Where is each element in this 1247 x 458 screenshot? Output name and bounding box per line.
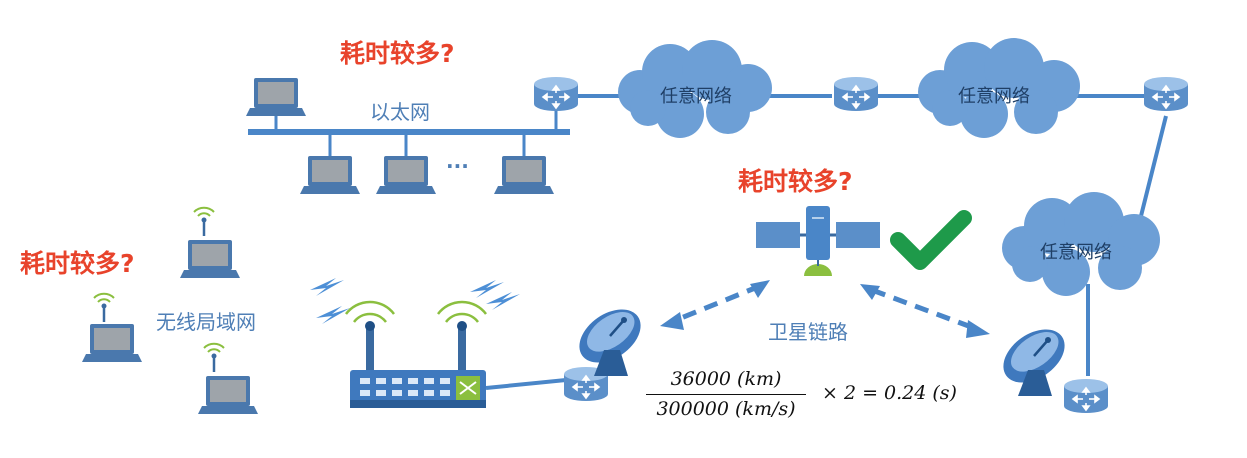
lightning-signal-icon	[470, 280, 504, 298]
cloud-icon	[618, 40, 772, 138]
antenna-icon	[192, 206, 216, 238]
fraction-numerator: 36000 (km)	[670, 368, 782, 390]
lightning-signal-icon	[310, 278, 344, 296]
satellite-dish-icon	[992, 317, 1076, 398]
computer-icon	[300, 156, 360, 194]
computer-icon	[494, 156, 554, 194]
satellite-link-arrow	[675, 283, 975, 331]
formula-result: × 2 = 0.24 (s)	[822, 382, 957, 404]
ethernet-ellipsis: ···	[446, 154, 469, 178]
checkmark-icon	[890, 210, 972, 270]
computer-icon	[376, 156, 436, 194]
lightning-signal-icon	[316, 306, 350, 324]
antenna-icon	[92, 292, 116, 324]
ethernet-delay-question: 耗时较多?	[340, 39, 455, 68]
computer-icon	[246, 78, 306, 116]
computer-icon	[82, 324, 142, 362]
cloud-label: 任意网络	[1040, 242, 1112, 263]
router-icon	[1143, 76, 1189, 112]
ethernet-label: 以太网	[370, 100, 430, 124]
fraction-denominator: 300000 (km/s)	[656, 398, 796, 420]
antenna-icon	[202, 342, 226, 374]
fraction-bar	[646, 394, 806, 395]
wireless-lan-label: 无线局域网	[156, 310, 256, 334]
router-icon	[1063, 378, 1109, 414]
lightning-signal-icon	[486, 292, 520, 310]
cloud-label: 任意网络	[958, 86, 1030, 107]
satellite-link-label: 卫星链路	[768, 320, 848, 344]
propagation-delay-fraction: 36000 (km) 300000 (km/s)	[646, 366, 806, 426]
cloud-icon	[1002, 192, 1160, 296]
computer-icon	[198, 376, 258, 414]
computer-icon	[180, 240, 240, 278]
cloud-label: 任意网络	[660, 86, 732, 107]
satellite-delay-question: 耗时较多?	[738, 167, 853, 196]
satellite-icon	[756, 206, 880, 276]
router-icon	[833, 76, 879, 112]
cloud-icon	[918, 38, 1080, 138]
wireless-router-icon	[345, 300, 487, 408]
wireless-delay-question: 耗时较多?	[20, 249, 135, 278]
satellite-dish-icon	[568, 297, 652, 378]
router-icon	[533, 76, 579, 112]
